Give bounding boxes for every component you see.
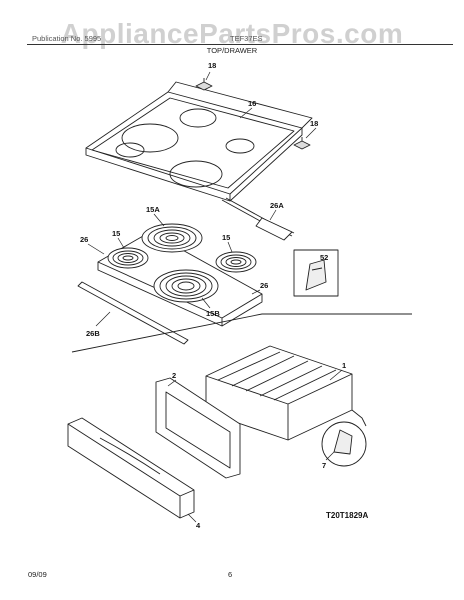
page-number: 6 — [228, 570, 233, 579]
callout-18-right: 18 — [310, 119, 318, 128]
diagram-reference: T20T1829A — [326, 511, 369, 520]
section-separator — [71, 313, 412, 353]
callout-15A: 15A — [146, 205, 160, 214]
drawer-front — [67, 417, 195, 519]
callout-1: 1 — [342, 361, 346, 370]
callout-7: 7 — [322, 461, 326, 470]
surface-element-15-left — [107, 247, 149, 269]
inset-7 — [321, 409, 367, 467]
callout-52: 52 — [320, 253, 328, 262]
clip-left — [195, 78, 213, 91]
clip-right — [293, 137, 311, 150]
cooktop-top — [85, 81, 313, 202]
surface-element-15A — [141, 223, 203, 253]
surface-element-15-right — [215, 251, 257, 273]
callout-26A: 26A — [270, 201, 284, 210]
callout-15-left: 15 — [112, 229, 120, 238]
inset-52 — [293, 249, 339, 297]
callout-26B: 26B — [86, 329, 100, 338]
header-rule — [27, 44, 453, 45]
callout-26-left: 26 — [80, 235, 88, 244]
callout-15-right: 15 — [222, 233, 230, 242]
callout-2: 2 — [172, 371, 176, 380]
model-number: TEF37ES — [230, 34, 263, 43]
callout-26-right: 26 — [260, 281, 268, 290]
callout-16: 16 — [248, 99, 256, 108]
footer-date: 09/09 — [28, 570, 47, 579]
surface-element-15B — [153, 269, 219, 303]
drawer — [205, 345, 353, 441]
callout-15B: 15B — [206, 309, 220, 318]
section-title: TOP/DRAWER — [206, 46, 258, 55]
drawer-panel-frame — [155, 377, 241, 479]
callout-18-left: 18 — [208, 61, 216, 70]
publication-number: Publication No. 5995 — [32, 34, 102, 43]
wire-harness — [221, 197, 295, 241]
insulation-strip — [77, 281, 189, 345]
leader-lines — [87, 71, 343, 523]
watermark: AppliancePartsPros.com — [60, 18, 404, 49]
callout-4: 4 — [196, 521, 201, 530]
